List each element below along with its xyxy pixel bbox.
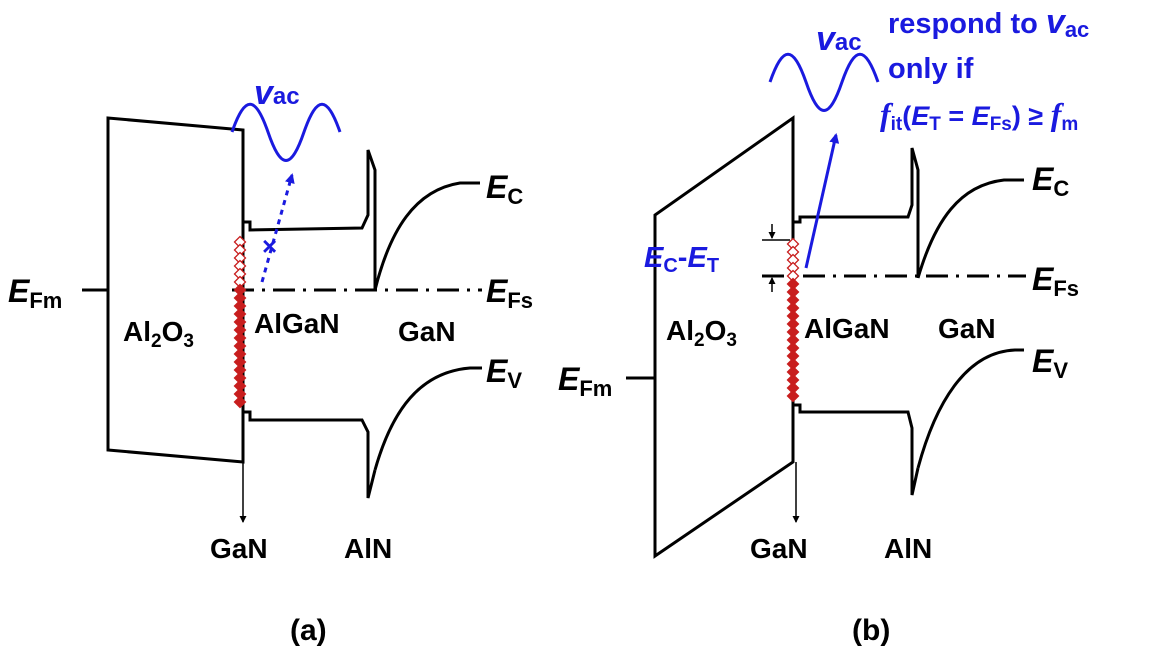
efs-label-a: EFs <box>486 273 533 313</box>
ev-label-a: EV <box>486 353 522 393</box>
gan-label-b: GaN <box>938 313 996 344</box>
algan-label-b: AlGaN <box>804 313 890 344</box>
only-if-label: only if <box>888 53 974 85</box>
gan-conduction-band-b <box>916 178 1024 279</box>
ec-label-b: EC <box>1032 161 1069 201</box>
gan-valence-band-b <box>916 348 1024 469</box>
interface-traps-b <box>786 237 800 403</box>
interface-traps-a <box>233 235 247 409</box>
ev-label-b: EV <box>1032 343 1068 383</box>
algan-conduction-band-a <box>241 130 377 290</box>
condition-label: fit(ET = EFs) ≥ fm <box>880 96 1078 135</box>
ec-label-a: EC <box>486 169 523 209</box>
vac-label-b: vac <box>816 20 862 58</box>
efm-label-b: EFm <box>558 361 612 401</box>
gan-valence-band-a <box>373 366 482 471</box>
ac-signal-wave-b <box>768 52 880 112</box>
blocked-response-arrow-a <box>260 173 295 283</box>
respond-label: respond to vac <box>888 3 1089 42</box>
trap-response-arrow-b <box>804 133 840 269</box>
caption-a: (a) <box>290 614 327 647</box>
filled-trap-state <box>786 389 800 403</box>
ac-signal-wave-a <box>230 102 342 162</box>
gan-bottom-label-a: GaN <box>210 533 268 564</box>
algan-valence-band-b <box>791 403 920 496</box>
gan-label-a: GaN <box>398 316 456 347</box>
al2o3-label-b: Al2O3 <box>666 315 737 351</box>
efs-label-b: EFs <box>1032 261 1079 301</box>
algan-valence-band-a <box>241 410 377 499</box>
algan-conduction-band-b <box>791 118 920 278</box>
panel-a <box>82 102 482 523</box>
aln-label-a: AlN <box>344 533 392 564</box>
gan-bottom-label-b: GaN <box>750 533 808 564</box>
algan-label-a: AlGaN <box>254 308 340 339</box>
vac-label-a: vac <box>254 74 300 112</box>
al2o3-label-a: Al2O3 <box>123 316 194 352</box>
efm-label-a: EFm <box>8 273 62 313</box>
gan-conduction-band-a <box>373 181 480 291</box>
al2o3-oxide-a <box>106 116 245 464</box>
filled-trap-state <box>233 395 247 409</box>
caption-b: (b) <box>852 614 890 647</box>
panel-b <box>626 52 1026 559</box>
ec-minus-et-label: EC-ET <box>644 242 719 277</box>
aln-label-b: AlN <box>884 533 932 564</box>
blocked-mark-a: × <box>262 231 277 261</box>
